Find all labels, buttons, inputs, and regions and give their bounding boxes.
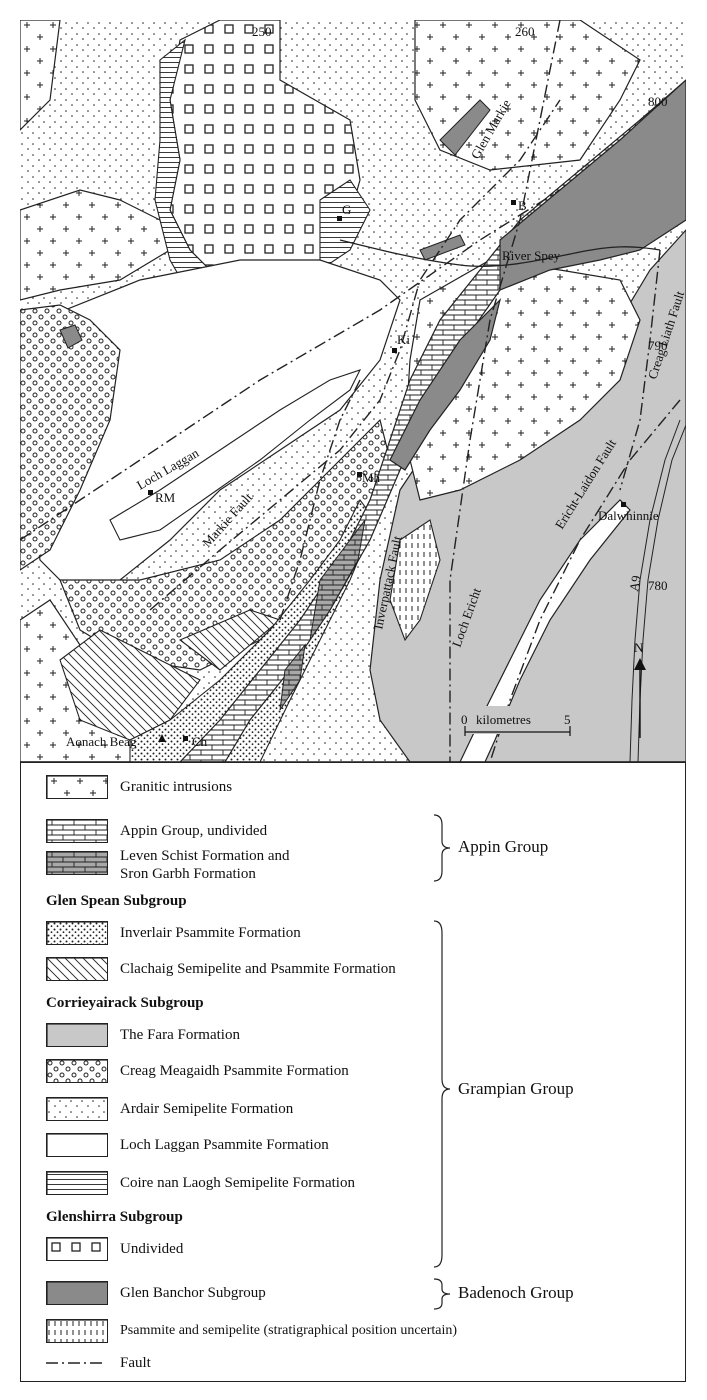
legend-ardair-text: Ardair Semipelite Formation (120, 1101, 294, 1117)
fault-creag-liath (619, 249, 661, 491)
glen-banchor-northeast-area (499, 79, 686, 291)
granite-northwest-area (20, 20, 61, 131)
scale-bar-label: kilometres (476, 712, 531, 727)
a9-road (629, 419, 681, 762)
grid-label-250: 250 (252, 24, 272, 39)
summit-triangle (158, 734, 166, 742)
legend-fault-text: Fault (120, 1355, 151, 1371)
grid-label-790: 790 (648, 338, 668, 353)
legend-psammite-uncertain-text: Psammite and semipelite (stratigraphical… (120, 1323, 458, 1338)
label-ch: Ch (192, 734, 208, 749)
label-g: G (342, 202, 351, 217)
label-b: B (518, 198, 527, 213)
badenoch-brace (433, 1278, 451, 1310)
loch-ericht-water (459, 499, 631, 762)
subgroup-glen-spean: Glen Spean Subgroup (46, 893, 187, 909)
fault-line-icon (46, 1362, 106, 1364)
group-badenoch-label: Badenoch Group (458, 1283, 574, 1302)
clachaig-swatch (46, 957, 108, 981)
appin-undivided-swatch (46, 819, 108, 843)
scale-bar-end: 5 (564, 712, 571, 727)
psammite-uncertain-area (389, 519, 441, 642)
grid-label-260: 260 (515, 24, 535, 39)
undivided-swatch (46, 1237, 108, 1261)
glen-banchor-swatch (46, 1281, 108, 1305)
legend-coire-nan-laogh-text: Coire nan Laogh Semipelite Formation (120, 1175, 355, 1191)
legend-fara-text: The Fara Formation (120, 1027, 240, 1043)
loch-laggan-water (109, 369, 362, 541)
clachaig-semipelite-area (59, 629, 201, 741)
legend-clachaig-text: Clachaig Semipelite and Psammite Formati… (120, 961, 396, 977)
creag-meagaidh-west-area (20, 304, 121, 571)
ardair-swatch (46, 1097, 108, 1121)
glen-banchor-sliver (389, 298, 502, 471)
label-a9: A9 (626, 574, 644, 592)
legend: Granitic intrusions Appin Group, undivid… (20, 762, 686, 1383)
north-arrow-label: N (634, 640, 644, 655)
label-rm: RM (155, 490, 176, 505)
marker-mh (357, 472, 362, 477)
legend-leven-text-1: Leven Schist Formation and (120, 848, 290, 864)
legend-granitic-text: Granitic intrusions (120, 779, 233, 795)
label-mh: Mh (362, 470, 381, 485)
psammite-uncertain-swatch (46, 1319, 108, 1343)
north-arrow-icon: N (634, 640, 646, 738)
subgroup-corrieyairack: Corrieyairack Subgroup (46, 995, 204, 1011)
grampian-brace (433, 920, 451, 1268)
leven-schist-sliver-2 (279, 643, 306, 711)
label-dalwhinnie: Dalwhinnie (598, 508, 659, 523)
fault-central (279, 379, 361, 621)
granitic-swatch (46, 775, 108, 799)
grid-label-780: 780 (648, 578, 668, 593)
group-appin-label: Appin Group (458, 837, 549, 856)
legend-leven-text-2: Sron Garbh Formation (120, 866, 256, 882)
coire-nan-laogh-area-2 (319, 179, 371, 272)
legend-inverlair-text: Inverlair Psammite Formation (120, 925, 301, 941)
fault-markie (149, 99, 561, 611)
grid-label-800: 800 (648, 94, 668, 109)
legend-undivided-text: Undivided (120, 1241, 184, 1257)
fara-swatch (46, 1023, 108, 1047)
fault-inverpattack (449, 20, 561, 762)
glen-banchor-small (439, 99, 491, 156)
label-ki: Ki (397, 332, 410, 347)
leven-swatch (46, 851, 108, 875)
leven-schist-sliver (309, 519, 366, 641)
geological-map: 250 260 800 790 780 Glen Markie G B Rive… (20, 20, 686, 762)
marker-ki (392, 348, 397, 353)
legend-creag-meagaidh-text: Creag Meagaidh Psammite Formation (120, 1063, 349, 1079)
scale-bar-start: 0 (461, 712, 468, 727)
marker-b (511, 200, 516, 205)
legend-loch-laggan-text: Loch Laggan Psammite Formation (120, 1137, 329, 1153)
appin-brace (433, 814, 451, 882)
label-river-spey: River Spey (502, 248, 561, 263)
leven-schist-patch (59, 324, 83, 349)
legend-appin-undivided-text: Appin Group, undivided (120, 823, 268, 839)
scale-bar: 0 kilometres 5 (460, 706, 572, 736)
marker-rm (148, 490, 153, 495)
fault-loch-laggan (20, 189, 561, 541)
marker-g (337, 216, 342, 221)
marker-dalwhinnie (621, 502, 626, 507)
coire-nan-laogh-swatch (46, 1171, 108, 1195)
loch-laggan-swatch (46, 1133, 108, 1157)
group-grampian-label: Grampian Group (458, 1079, 574, 1098)
subgroup-glenshirra: Glenshirra Subgroup (46, 1209, 183, 1225)
marker-ch (183, 736, 188, 741)
river-spey (339, 239, 661, 267)
inverlair-swatch (46, 921, 108, 945)
legend-glen-banchor-text: Glen Banchor Subgroup (120, 1285, 266, 1301)
creag-meagaidh-swatch (46, 1059, 108, 1083)
label-aonach-beag: Aonach Beag (66, 734, 137, 749)
